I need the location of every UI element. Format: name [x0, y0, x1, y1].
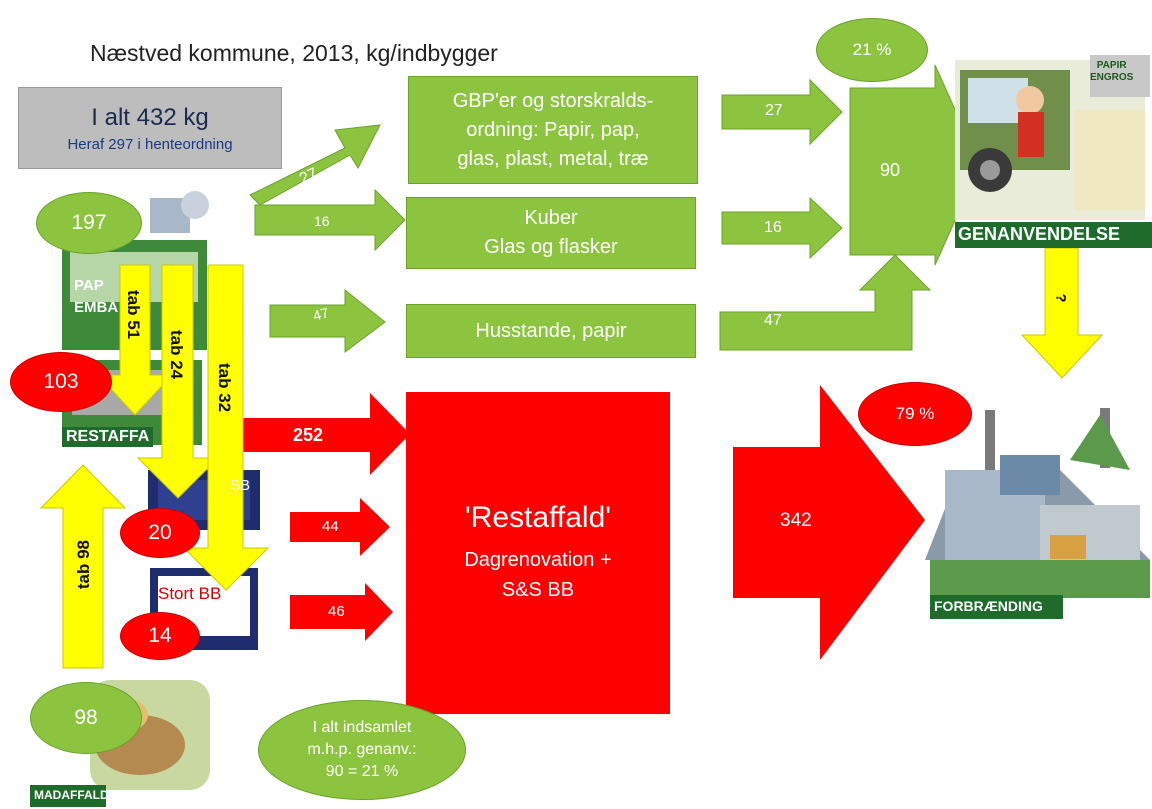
kuber-line2: Glas og flasker [484, 236, 618, 258]
total-collection-note: Heraf 297 i henteordning [67, 135, 233, 153]
arrow-to-gbp [249, 124, 381, 206]
restaffald-line2: S&S BB [501, 579, 575, 601]
gbp-line2: ordning: Papir, pap, [466, 118, 640, 141]
gbp-out-value: 27 [765, 102, 783, 119]
genanvendelse-label: GENANVENDELSE [958, 224, 1121, 244]
recycling-percent-ellipse: 21 % [816, 18, 928, 82]
arrow-stort-in [290, 583, 393, 641]
husstande-out-value: 47 [764, 312, 782, 329]
kuber-box: Kuber Glas og flasker [406, 197, 696, 269]
arrow-tab51 [96, 264, 174, 416]
truck-sign-a: PAPIR [1096, 60, 1127, 71]
question-label: ? [1053, 293, 1070, 303]
stort-value-ellipse: 14 [120, 612, 200, 660]
stort-in-value: 46 [328, 603, 345, 620]
papir-label-a: PAP [74, 277, 104, 294]
restaffald-line1: Dagrenovation + [464, 549, 612, 571]
kuber-line1: Kuber [524, 207, 578, 229]
papir-value: 197 [71, 211, 107, 234]
arrow-gbp-out [721, 78, 843, 146]
summary-line3: 90 = 21 % [325, 763, 399, 780]
yellow-arrows [39, 247, 1104, 669]
husstande-line1: Husstande, papir [475, 319, 627, 342]
smaat-sign-label: SB [230, 477, 251, 494]
summary-line1: I alt indsamlet [312, 719, 412, 736]
summary-line2: m.h.p. genanv.: [307, 741, 417, 758]
arrow-husstande-out [719, 254, 932, 351]
stort-sign-label: Stort BB [158, 584, 222, 603]
gbp-line3: glas, plast, metal, træ [457, 147, 649, 170]
restaffald-value-ellipse: 103 [10, 352, 112, 412]
madaffald-value-ellipse: 98 [30, 682, 142, 754]
madaffald-label: MADAFFALD [34, 788, 109, 802]
smaat-value-ellipse: 20 [120, 508, 200, 558]
red-arrows [235, 385, 925, 660]
incineration-percent: 79 % [895, 404, 935, 423]
papir-value-ellipse: 197 [36, 192, 142, 254]
rest-in-value: 252 [293, 425, 324, 445]
recycling-percent: 21 % [852, 40, 892, 59]
tab98-label: tab 98 [74, 540, 93, 590]
arrow-restaffald-in [235, 393, 410, 475]
arrow-to-husstande [269, 288, 386, 353]
out-value: 342 [780, 510, 812, 531]
incineration-percent-ellipse: 79 % [858, 382, 972, 446]
papir-label-b: EMBA [74, 299, 119, 316]
restaffald-value: 103 [43, 370, 79, 393]
arrow-tab32 [182, 264, 270, 591]
total-amount: I alt 432 kg [91, 103, 209, 131]
smaat-in-value: 44 [322, 518, 339, 535]
gbp-line1: GBP'er og storskralds- [452, 89, 654, 112]
restaffald-label: RESTAFFA [62, 427, 154, 447]
truck-sign-b: ENGROS [1090, 72, 1134, 83]
husstande-papir-box: Husstande, papir [406, 304, 696, 358]
merge-total-value: 90 [880, 160, 901, 180]
total-summary-box: I alt 432 kg Heraf 297 i henteordning [18, 87, 282, 169]
stort-value: 14 [148, 624, 172, 647]
forbraending-plant-illustration [925, 408, 1150, 619]
tab32-label: tab 32 [215, 363, 234, 413]
arrow-smaat-in [290, 498, 390, 556]
smaat-value: 20 [148, 521, 172, 544]
diagram-title: Næstved kommune, 2013, kg/indbygger [90, 40, 498, 66]
arrow-question [1020, 247, 1104, 379]
arrow-tab98 [39, 464, 127, 669]
restaffald-title: 'Restaffald' [465, 501, 611, 534]
arrow-to-forbraending [733, 385, 925, 660]
tab51-label: tab 51 [124, 290, 143, 340]
genanvendelse-truck-illustration [955, 55, 1152, 248]
summary-ellipse: I alt indsamlet m.h.p. genanv.: 90 = 21 … [258, 700, 466, 800]
restaffald-box: 'Restaffald' Dagrenovation + S&S BB [406, 392, 670, 714]
arrow-kuber-out [721, 196, 843, 260]
tab24-label: tab 24 [167, 330, 186, 380]
forbraending-label: FORBRÆNDING [934, 598, 1043, 614]
green-arrows [249, 64, 981, 353]
arrow-to-kuber [254, 188, 406, 252]
arrow-tab24 [136, 264, 220, 499]
gbp-storskrald-box: GBP'er og storskralds- ordning: Papir, p… [408, 76, 698, 184]
madaffald-value: 98 [74, 706, 98, 729]
truck-sign: PAPIR ENGROS [1090, 60, 1133, 84]
kuber-out-value: 16 [764, 219, 782, 236]
to-kuber-value: 16 [314, 213, 330, 229]
